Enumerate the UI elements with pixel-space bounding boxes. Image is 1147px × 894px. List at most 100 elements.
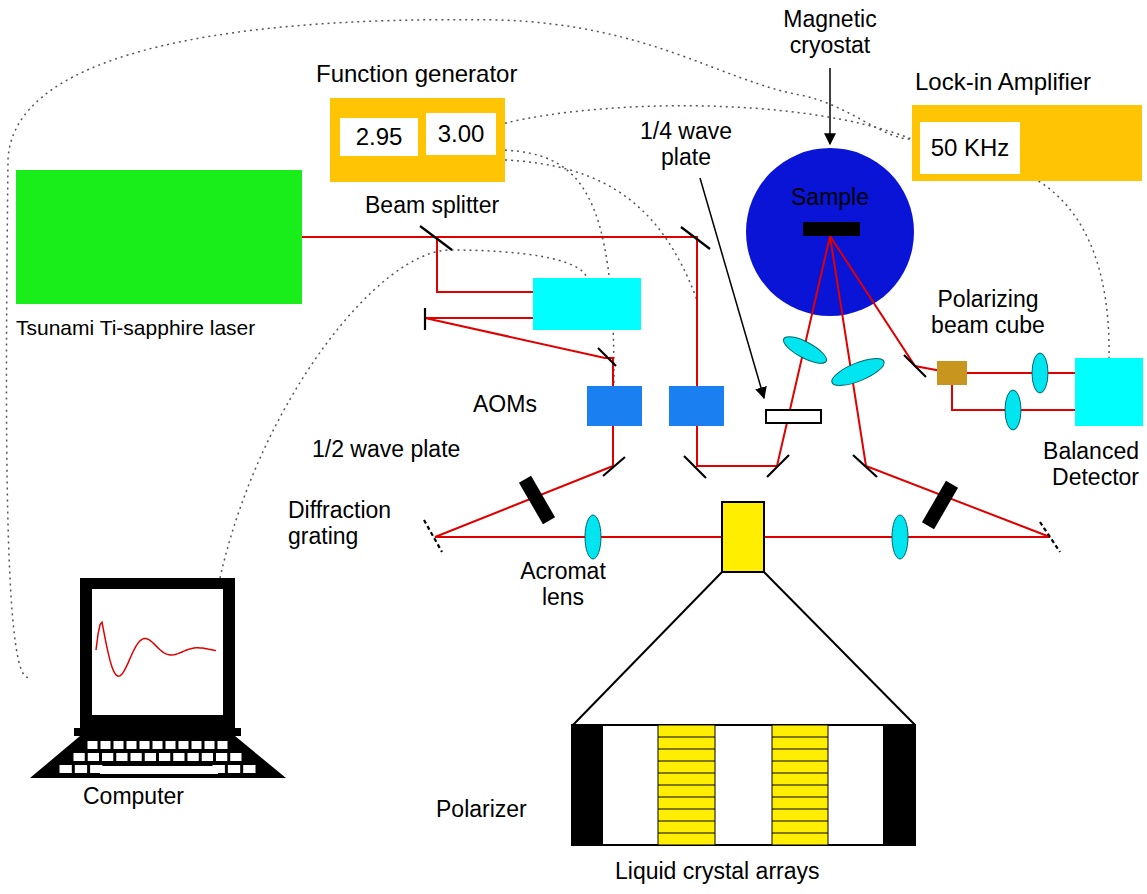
laser-beam bbox=[302, 236, 1075, 537]
drawing-part bbox=[585, 515, 601, 559]
lc-pixel-line bbox=[772, 737, 828, 738]
drawing-part bbox=[904, 355, 926, 377]
drawing-part bbox=[1005, 390, 1021, 430]
drawing-part bbox=[424, 520, 442, 552]
key bbox=[179, 741, 189, 749]
key bbox=[228, 765, 240, 773]
key bbox=[116, 753, 127, 761]
drawing-part bbox=[425, 236, 1050, 537]
key bbox=[230, 753, 241, 761]
key bbox=[205, 741, 215, 749]
node-label: Balanced Detector bbox=[1015, 438, 1139, 491]
drawing-part bbox=[424, 308, 426, 330]
zoom-line bbox=[764, 572, 915, 725]
sample bbox=[803, 222, 860, 236]
part-label: Acromat lens bbox=[508, 558, 618, 611]
lc-pixel-line bbox=[772, 797, 828, 798]
display-box: 2.95 bbox=[340, 118, 418, 156]
drawing-part bbox=[684, 456, 706, 478]
cryostat-shape bbox=[746, 148, 914, 316]
aom bbox=[669, 386, 724, 426]
lc-pixel-line bbox=[772, 761, 828, 762]
drawing-part bbox=[420, 226, 452, 250]
node-label: Computer bbox=[83, 783, 243, 809]
node-label: 3.00 bbox=[438, 120, 485, 148]
key bbox=[88, 741, 98, 749]
lc-pixel-line bbox=[772, 821, 828, 822]
key bbox=[218, 741, 228, 749]
computer-icon: Computer bbox=[28, 575, 288, 780]
lc-pixel-line bbox=[772, 785, 828, 786]
key bbox=[100, 766, 218, 774]
signal-cable bbox=[1039, 181, 1110, 358]
pointer-arrow bbox=[829, 68, 831, 144]
key bbox=[127, 741, 137, 749]
half-wave-plate bbox=[519, 476, 555, 525]
lc-pixel-lines bbox=[658, 737, 828, 833]
key bbox=[159, 753, 170, 761]
drawing-part bbox=[681, 227, 710, 249]
lc-pixel-line bbox=[772, 773, 828, 774]
drawing-part bbox=[830, 236, 914, 316]
instrument-box: Lock-in Amplifier50 KHz bbox=[912, 105, 1142, 181]
key bbox=[75, 765, 87, 773]
hinge bbox=[74, 728, 241, 736]
node-label: Magnetic cryostat bbox=[750, 6, 910, 59]
polarizing-cube bbox=[937, 361, 967, 385]
screen-frame bbox=[80, 578, 235, 728]
half-wave-plate bbox=[922, 481, 958, 530]
drawing-part bbox=[829, 353, 888, 391]
lc-pixel-line bbox=[658, 761, 715, 762]
lc-pixel-line bbox=[658, 749, 715, 750]
part-label: Beam splitter bbox=[365, 192, 555, 218]
zoom-box bbox=[572, 725, 915, 845]
polarizer-plate bbox=[883, 725, 915, 845]
lc-array bbox=[772, 725, 828, 845]
laser-box: Tsunami Ti-sapphire laser bbox=[16, 170, 302, 304]
pulse-shaper bbox=[722, 502, 764, 572]
cryostat-body bbox=[746, 148, 914, 316]
lc-pixel-line bbox=[658, 773, 715, 774]
display-box: 3.00 bbox=[426, 113, 496, 155]
key bbox=[131, 753, 142, 761]
lc-array bbox=[658, 725, 715, 845]
drawing-part bbox=[505, 160, 697, 386]
detector-box: Balanced Detector bbox=[1075, 358, 1143, 426]
key bbox=[216, 753, 227, 761]
node-label: 50 KHz bbox=[931, 134, 1010, 162]
display-box: 50 KHz bbox=[920, 122, 1020, 174]
part-label: Diffraction grating bbox=[288, 497, 418, 550]
drawing-part bbox=[603, 457, 625, 476]
drawing-part bbox=[777, 236, 830, 316]
node-label: 2.95 bbox=[356, 123, 403, 151]
zoom-line bbox=[573, 572, 722, 725]
drawing-part bbox=[505, 150, 614, 386]
part-label: Polarizing beam cube bbox=[913, 286, 1063, 339]
part-label: Liquid crystal arrays bbox=[615, 858, 875, 884]
quarter-wave-plate bbox=[766, 410, 821, 423]
drawing-part bbox=[853, 455, 877, 477]
drawing-part bbox=[780, 332, 830, 369]
key bbox=[74, 753, 85, 761]
lens bbox=[585, 332, 1048, 559]
node-label: Sample bbox=[775, 184, 885, 210]
polarizer-plate bbox=[572, 725, 603, 845]
node-label: Function generator bbox=[316, 60, 556, 88]
node-label: Tsunami Ti-sapphire laser bbox=[16, 316, 336, 340]
key bbox=[145, 753, 156, 761]
key bbox=[188, 753, 199, 761]
laptop-icon bbox=[28, 575, 288, 780]
drawing-part bbox=[1040, 522, 1060, 552]
part-label: 1/4 wave plate bbox=[622, 118, 750, 171]
drawing-part bbox=[598, 348, 616, 366]
lc-pixel-line bbox=[772, 809, 828, 810]
key bbox=[243, 765, 255, 773]
key bbox=[140, 741, 150, 749]
key bbox=[101, 741, 111, 749]
screen bbox=[92, 589, 223, 715]
lc-pixel-line bbox=[658, 833, 715, 834]
drawing-part bbox=[437, 237, 533, 292]
key bbox=[114, 741, 124, 749]
part-label: AOMs bbox=[473, 391, 573, 417]
